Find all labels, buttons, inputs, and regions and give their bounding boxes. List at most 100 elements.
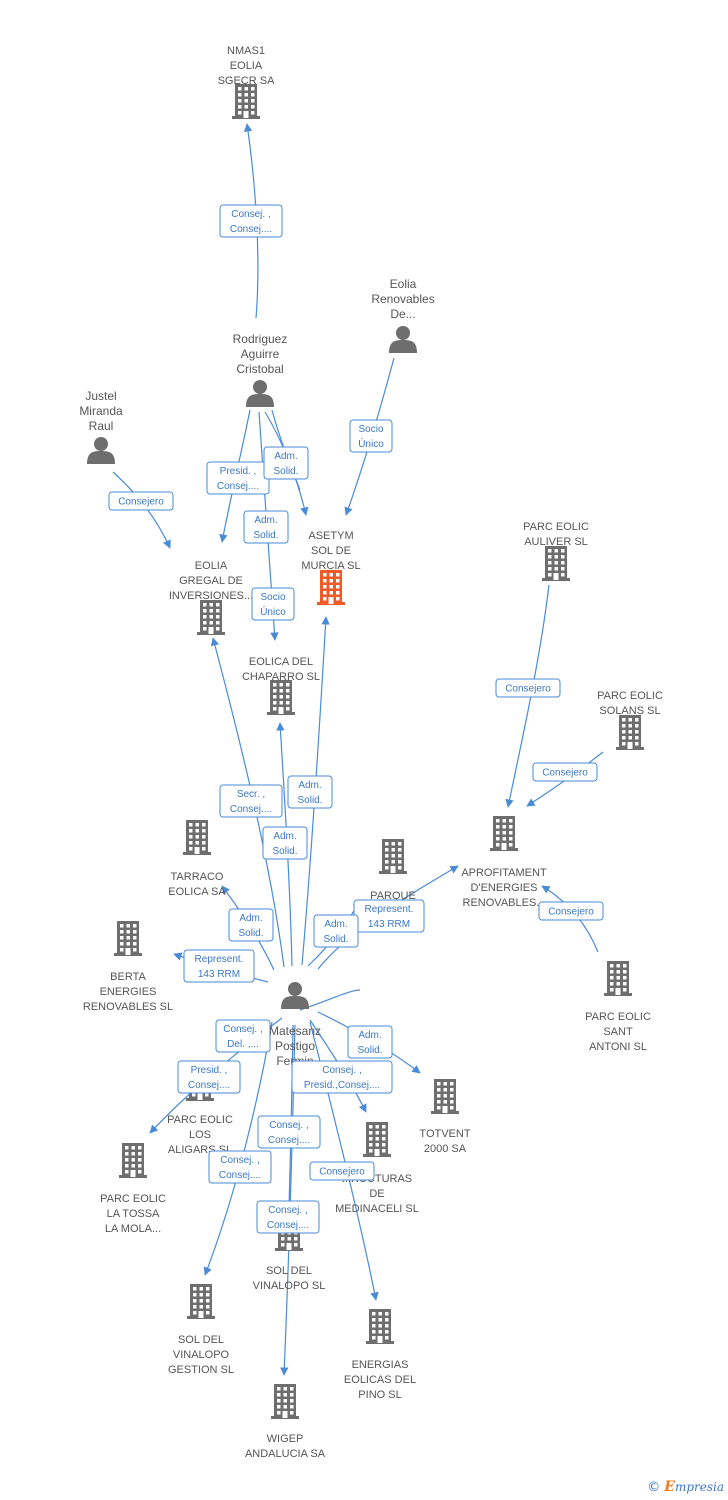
relation-r-justel[interactable]: Consejero — [108, 491, 174, 511]
relation-r-mat-chaparro[interactable]: Adm.Solid. — [262, 826, 308, 860]
node-label: MEDINACELI SL — [335, 1203, 419, 1215]
building-icon[interactable] — [232, 84, 260, 119]
node-matesanz[interactable]: MatesanzPostigoFermin — [269, 982, 321, 1068]
node-label: LA TOSSA — [107, 1208, 160, 1220]
node-label: RENOVABLES SL — [83, 1001, 173, 1013]
node-label: PARC EOLIC — [585, 1011, 651, 1023]
relation-r-nmas1[interactable]: Consej. ,Consej.... — [219, 204, 283, 238]
relation-r-mat-del[interactable]: Consej. ,Del. ,... — [215, 1019, 271, 1053]
brand-logo-rest: mpresia — [674, 1480, 724, 1494]
building-icon[interactable] — [542, 546, 570, 581]
building-icon[interactable] — [187, 1284, 215, 1319]
person-icon[interactable] — [389, 326, 417, 353]
node-label: SOL DE — [311, 545, 351, 557]
relation-r-mat-wigep[interactable]: Consej. , Consej.... — [256, 1200, 320, 1234]
relation-r-mat-totvent[interactable]: Adm.Solid. — [347, 1025, 393, 1059]
relation-label: Consej.... — [267, 1220, 309, 1231]
node-label: EOLICA DEL — [249, 656, 313, 668]
relation-r-mat-aligars[interactable]: Presid. ,Consej.... — [177, 1060, 241, 1094]
person-icon[interactable] — [281, 982, 309, 1009]
relation-label: Consejero — [319, 1167, 365, 1178]
building-icon[interactable] — [363, 1122, 391, 1157]
building-icon[interactable] — [490, 816, 518, 851]
relation-r-solans[interactable]: Consejero — [532, 762, 598, 782]
building-icon[interactable] — [379, 839, 407, 874]
node-label: Matesanz — [269, 1024, 321, 1038]
relation-label: Adm. — [274, 451, 297, 462]
relation-r-mat-gestion[interactable]: Consej. ,Consej.... — [208, 1150, 272, 1184]
relation-r-mat-tarraco[interactable]: Adm.Solid. — [228, 908, 274, 942]
building-icon[interactable] — [431, 1079, 459, 1114]
node-label: PARC EOLIC — [523, 521, 589, 533]
node-label: EOLICAS DEL — [344, 1374, 416, 1386]
relation-r-mat-berta[interactable]: Represent.143 RRM — [183, 949, 255, 983]
building-icon[interactable] — [197, 600, 225, 635]
relation-r-rod-asetym[interactable]: Adm.Solid. — [263, 446, 309, 480]
relation-r-mat-pino[interactable]: Consejero — [309, 1161, 375, 1181]
node-aprofitament[interactable]: APROFITAMENTD'ENERGIESRENOVABLES... — [461, 816, 547, 909]
relation-label: Consej.... — [230, 804, 272, 815]
relation-r-santantoni[interactable]: Consejero — [538, 901, 604, 921]
relation-r-mat-aprof[interactable]: Represent.143 RRM — [353, 899, 425, 933]
building-icon[interactable] — [267, 680, 295, 715]
relation-label: Consejero — [542, 768, 588, 779]
relation-label: Consej. , — [268, 1205, 307, 1216]
building-icon[interactable] — [271, 1384, 299, 1419]
person-icon[interactable] — [246, 380, 274, 407]
relation-label: Consejero — [505, 684, 551, 695]
relation-label: Solid. — [297, 795, 322, 806]
relation-label: Adm. — [324, 919, 347, 930]
relation-label: Presid. , — [191, 1065, 228, 1076]
node-label: LA MOLA... — [105, 1223, 161, 1235]
relation-r-mat-gregal[interactable]: Secr. , Consej.... — [219, 784, 283, 818]
person-icon[interactable] — [87, 437, 115, 464]
building-icon[interactable] — [183, 820, 211, 855]
relation-r-mat-medinaceli[interactable]: Consej. ,Presid.,Consej.... — [291, 1060, 393, 1094]
relation-r-mat-parque[interactable]: Adm.Solid. — [313, 914, 359, 948]
relation-label: Consej. , — [322, 1065, 361, 1076]
relation-r-rod-chaparro[interactable]: Adm.Solid. — [243, 510, 289, 544]
relation-label: Secr. , — [237, 789, 265, 800]
node-label: WIGEP — [267, 1433, 304, 1445]
node-label: PINO SL — [358, 1389, 401, 1401]
relation-r-mat-vinalopo[interactable]: Consej. ,Consej.... — [257, 1115, 321, 1149]
building-icon[interactable] — [616, 715, 644, 750]
node-label: Rodriguez — [233, 332, 288, 346]
building-icon[interactable] — [119, 1143, 147, 1178]
relation-r-rod-gregal[interactable]: Presid. ,Consej.... — [206, 461, 270, 495]
building-icon[interactable] — [366, 1309, 394, 1344]
relation-r-auliver[interactable]: Consejero — [495, 678, 561, 698]
edge-line — [299, 989, 361, 1011]
node-eolia-renovables[interactable]: EoliaRenovablesDe... — [371, 277, 435, 353]
relation-label: Único — [260, 605, 286, 618]
brand-logo[interactable]: Empresia — [664, 1479, 724, 1495]
building-icon[interactable] — [114, 921, 142, 956]
relation-label: 143 RRM — [368, 919, 410, 930]
relation-r-mat-asetym[interactable]: Adm.Solid. — [287, 775, 333, 809]
relation-label: Solid. — [357, 1045, 382, 1056]
main-building-icon[interactable] — [317, 570, 345, 605]
building-icon[interactable] — [604, 961, 632, 996]
node-label: De... — [390, 307, 415, 321]
node-label: SOL DEL — [266, 1265, 312, 1277]
